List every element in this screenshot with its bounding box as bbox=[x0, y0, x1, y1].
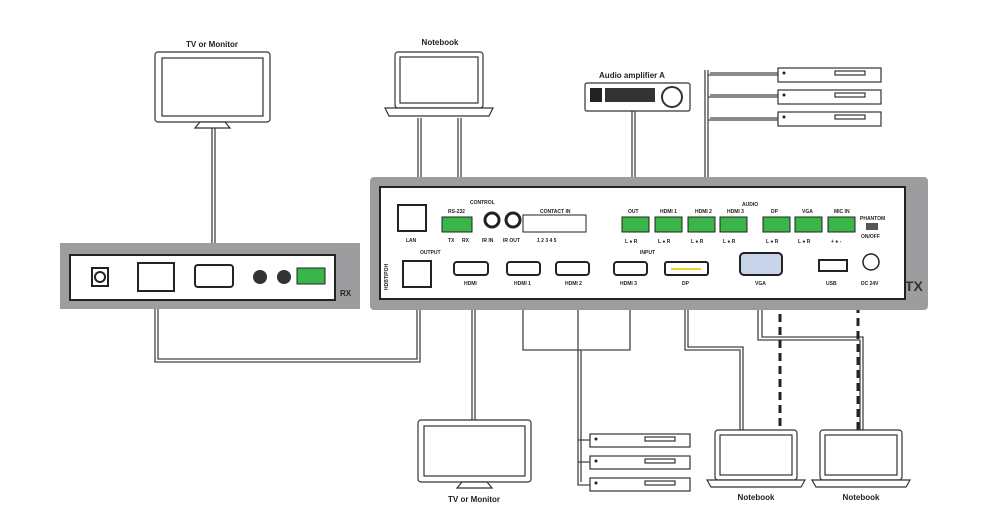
lr-label: L ● R bbox=[798, 239, 811, 245]
source-devices-bottom bbox=[589, 433, 691, 492]
notebook-bottom-right: Notebook bbox=[810, 429, 912, 502]
control-label: CONTROL bbox=[470, 200, 495, 206]
lr-label: L ● R bbox=[766, 239, 779, 245]
lr-label: L ● R bbox=[625, 239, 638, 245]
contact-in-label: CONTACT IN bbox=[540, 209, 571, 215]
audio-hdmi2-label: HDMI 2 bbox=[695, 209, 712, 215]
input-hdmi3-label: HDMI 3 bbox=[620, 281, 637, 287]
audio-ports: OUT HDMI 1 HDMI 2 HDMI 3 DP VGA MIC IN L… bbox=[621, 209, 856, 245]
tv-monitor-bottom: TV or Monitor bbox=[417, 419, 532, 504]
rx-pin-label: RX bbox=[462, 238, 470, 244]
lr-label: L ● R bbox=[691, 239, 704, 245]
notebook-left-label: Notebook bbox=[738, 493, 775, 502]
audio-hdmi1-label: HDMI 1 bbox=[660, 209, 677, 215]
source-devices-top bbox=[777, 67, 882, 127]
notebook-top: Notebook bbox=[384, 38, 494, 117]
notebook-bottom-left: Notebook bbox=[705, 429, 807, 502]
notebook-right-label: Notebook bbox=[843, 493, 880, 502]
phantom-switch[interactable] bbox=[866, 223, 878, 230]
rx-receiver: RX bbox=[60, 243, 360, 309]
ir-out-label: IR OUT bbox=[503, 238, 520, 244]
output-label: OUTPUT bbox=[420, 250, 441, 256]
audio-label: AUDIO bbox=[742, 202, 758, 208]
input-hdmi1-label: HDMI 1 bbox=[514, 281, 531, 287]
lr-label: L ● R bbox=[658, 239, 671, 245]
ir-in-label: IR IN bbox=[482, 238, 494, 244]
audio-dp-label: DP bbox=[771, 209, 779, 215]
audio-hdmi3-label: HDMI 3 bbox=[727, 209, 744, 215]
tx-label: TX bbox=[905, 278, 924, 294]
rx-label: RX bbox=[340, 289, 352, 298]
notebook-top-label: Notebook bbox=[422, 38, 459, 47]
tx-pin-label: TX bbox=[448, 238, 455, 244]
mic-in-label: MIC IN bbox=[834, 209, 850, 215]
phantom-state-label: ON/OFF bbox=[861, 234, 880, 240]
audio-amplifier: Audio amplifier A bbox=[584, 71, 691, 112]
tv-top-label: TV or Monitor bbox=[186, 40, 238, 49]
audio-out-label: OUT bbox=[628, 209, 639, 215]
audio-vga-label: VGA bbox=[802, 209, 813, 215]
dc-label: DC 24V bbox=[861, 281, 879, 287]
input-vga-label: VGA bbox=[755, 281, 766, 287]
lr-label: L ● R bbox=[723, 239, 736, 245]
rs232-label: RS-232 bbox=[448, 209, 465, 215]
contact-pins-label: 1 2 3 4 5 bbox=[537, 238, 557, 244]
tv-monitor-top: TV or Monitor bbox=[154, 40, 271, 129]
tx-transmitter: TX LAN RS-232 TX RX CONTROL IR IN IR OUT… bbox=[370, 177, 928, 310]
amplifier-label: Audio amplifier A bbox=[599, 71, 665, 80]
hdbt-label: HDBT/POH bbox=[384, 264, 390, 291]
lan-label: LAN bbox=[406, 238, 417, 244]
input-hdmi2-label: HDMI 2 bbox=[565, 281, 582, 287]
tv-bottom-label: TV or Monitor bbox=[448, 495, 500, 504]
phantom-label: PHANTOM bbox=[860, 216, 885, 222]
output-hdmi-label: HDMI bbox=[464, 281, 477, 287]
mic-pins-label: + ● - bbox=[831, 239, 842, 245]
input-dp-label: DP bbox=[682, 281, 690, 287]
usb-label: USB bbox=[826, 281, 837, 287]
input-label: INPUT bbox=[640, 250, 655, 256]
